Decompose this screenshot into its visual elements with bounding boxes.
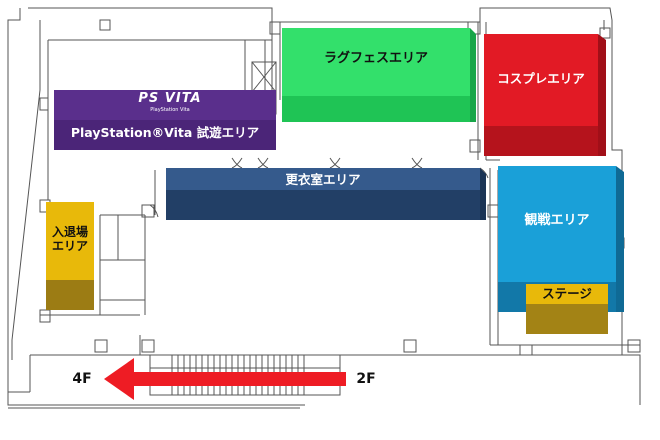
psvita-logo-subtitle: PlayStation Vita [150,107,190,114]
spectating-area-label: 観戦エリア [524,212,590,228]
entrance-area-block [46,202,94,310]
lag-fes-area-label: ラグフェスエリア [323,50,428,66]
floor-edge [8,404,300,409]
stage-block [526,284,608,334]
stage-label: ステージ [542,285,592,301]
entrance-area-label: 入退場 エリア [51,225,88,253]
changing-room-block [166,168,486,220]
cosplay-area-block [484,34,606,156]
door-swings [149,157,489,218]
destination-floor-label: 4F [72,370,92,387]
lag-fes-area-block [282,28,476,122]
floor-direction-arrow [104,358,346,400]
current-floor-label: 2F [356,370,376,387]
psvita-area-block [54,90,276,150]
psvita-logo: PS VITA [138,90,202,106]
cosplay-area-label: コスプレエリア [497,70,585,86]
psvita-area-label: PlayStation®Vita 試遊エリア [70,124,260,140]
changing-room-label: 更衣室エリア [285,171,361,187]
